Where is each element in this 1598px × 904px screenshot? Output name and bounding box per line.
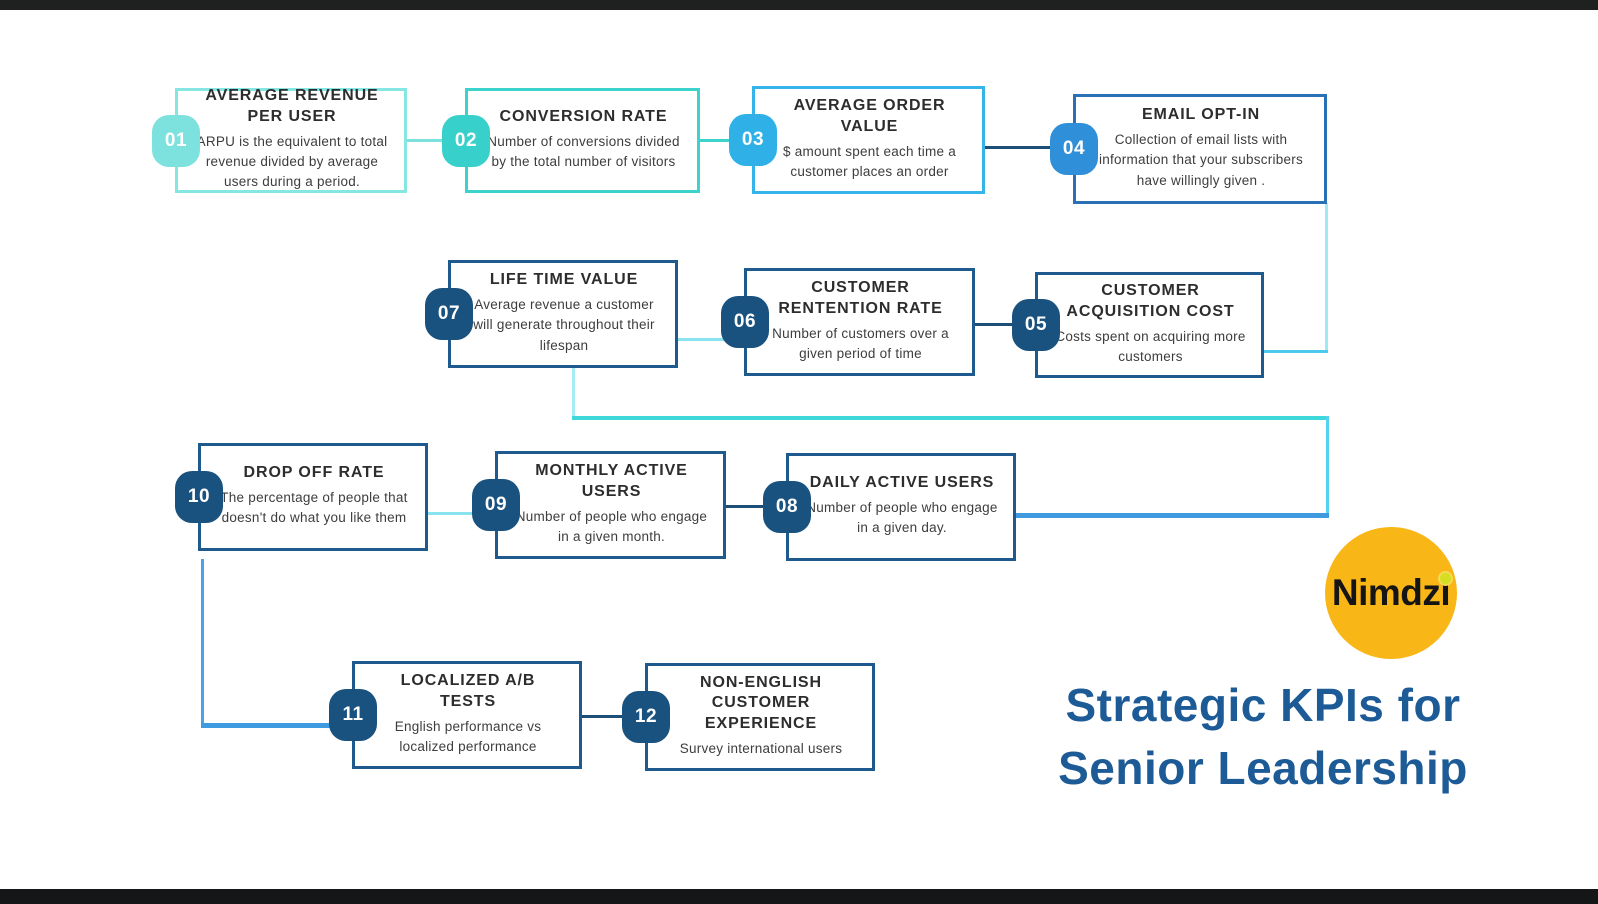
kpi-10-title: DROP OFF RATE — [243, 464, 385, 482]
kpi-10-number-badge: 10 — [175, 471, 223, 523]
kpi-02-title: CONVERSION RATE — [499, 107, 668, 125]
kpi-box-03: 03 AVERAGE ORDER VALUE $ amount spent ea… — [729, 86, 985, 194]
page-title: Strategic KPIs for Senior Leadership — [1028, 674, 1498, 801]
kpi-07-title: LIFE TIME VALUE — [489, 271, 639, 289]
kpi-box-08: 08 DAILY ACTIVE USERS Number of people w… — [763, 453, 1016, 561]
kpi-11-number-badge: 11 — [329, 689, 377, 741]
kpi-03-title: AVERAGE ORDER VALUE — [793, 96, 946, 135]
kpi-06-desc: Number of customers over a given period … — [772, 325, 949, 361]
connector-09-10 — [426, 512, 476, 515]
connector-10-11 — [201, 723, 333, 728]
kpi-05-title: CUSTOMER ACQUISITION COST — [1066, 281, 1235, 320]
kpi-01-title: AVERAGE REVENUE PER USER — [205, 87, 379, 126]
kpi-box-11: 11 LOCALIZED A/B TESTS English performan… — [329, 661, 582, 769]
connector-mid-turquoise — [572, 416, 1329, 420]
kpi-box-12: 12 NON-ENGLISH CUSTOMER EXPERIENCE Surve… — [622, 663, 875, 771]
kpi-01-number-badge: 01 — [152, 114, 200, 167]
kpi-07-number: 07 — [437, 303, 461, 324]
kpi-04-desc: Collection of email lists with informati… — [1098, 132, 1304, 188]
kpi-09-title: MONTHLY ACTIVE USERS — [535, 461, 688, 500]
kpi-05-number-badge: 05 — [1012, 299, 1060, 351]
kpi-04-number-badge: 04 — [1050, 123, 1098, 175]
kpi-box-09: 09 MONTHLY ACTIVE USERS Number of people… — [472, 451, 726, 559]
connector-08-09 — [724, 505, 768, 508]
kpi-05-desc: Costs spent on acquiring more customers — [1055, 328, 1246, 364]
kpi-05-number: 05 — [1024, 314, 1048, 335]
nimdzi-i-dot-icon — [1440, 573, 1452, 584]
connector-01-02 — [405, 139, 447, 142]
nimdzi-wordmark: Nimdzi — [1331, 572, 1451, 613]
kpi-08-number: 08 — [775, 496, 799, 517]
kpi-02-number: 02 — [454, 129, 478, 151]
kpi-01-desc: ARPU is the equivalent to total revenue … — [196, 133, 388, 190]
connector-03-04 — [983, 146, 1053, 149]
connector-05-06 — [973, 323, 1017, 326]
kpi-08-title: DAILY ACTIVE USERS — [809, 474, 995, 492]
connector-07-down — [572, 366, 575, 420]
kpi-08-number-badge: 08 — [763, 481, 811, 533]
kpi-04-title: EMAIL OPT-IN — [1141, 106, 1261, 124]
kpi-11-title: LOCALIZED A/B TESTS — [400, 671, 536, 710]
kpi-box-01: 01 AVERAGE REVENUE PER USER ARPU is the … — [152, 87, 407, 193]
connector-right-vertical — [1326, 416, 1329, 517]
kpi-04-number: 04 — [1062, 138, 1086, 159]
connector-08-thick — [1014, 513, 1329, 518]
kpi-11-number: 11 — [342, 704, 364, 725]
letterbox-top-bar — [0, 0, 1598, 10]
connector-04-05-horizontal — [1262, 350, 1328, 353]
kpi-box-05: 05 CUSTOMER ACQUISITION COST Costs spent… — [1012, 272, 1264, 378]
kpi-12-number: 12 — [634, 706, 658, 727]
kpi-10-desc: The percentage of people that doesn't do… — [220, 490, 408, 526]
kpi-03-number-badge: 03 — [729, 114, 777, 166]
connector-02-03 — [698, 139, 734, 142]
connector-04-05-vertical — [1325, 203, 1328, 353]
page-title-line-2: Senior Leadership — [1058, 742, 1468, 795]
kpi-box-06: 06 CUSTOMER RENTENTION RATE Number of cu… — [721, 268, 975, 376]
kpi-07-number-badge: 07 — [425, 288, 473, 340]
kpi-12-title: NON-ENGLISH CUSTOMER EXPERIENCE — [700, 673, 822, 733]
kpi-07-desc: Average revenue a customer will generate… — [473, 297, 655, 353]
kpi-12-desc: Survey international users — [679, 741, 843, 757]
page-title-line-1: Strategic KPIs for — [1065, 679, 1461, 731]
kpi-09-desc: Number of people who engage in a given m… — [515, 508, 708, 544]
kpi-11-desc: English performance vs localized perform… — [394, 718, 542, 754]
nimdzi-logo-text: Nimdzi — [1331, 572, 1452, 614]
kpi-09-number-badge: 09 — [472, 479, 520, 531]
connector-11-12 — [580, 715, 626, 718]
kpi-12-number-badge: 12 — [622, 691, 670, 743]
kpi-10-number: 10 — [187, 486, 211, 507]
kpi-02-desc: Number of conversions divided by the tot… — [487, 133, 680, 169]
kpi-06-number-badge: 06 — [721, 296, 769, 348]
letterbox-bottom-bar — [0, 889, 1598, 904]
kpi-01-number: 01 — [164, 129, 188, 151]
kpi-08-desc: Number of people who engage in a given d… — [806, 500, 998, 536]
kpi-03-number: 03 — [741, 129, 765, 150]
kpi-box-07: 07 LIFE TIME VALUE Average revenue a cus… — [425, 260, 678, 368]
kpi-06-number: 06 — [733, 311, 757, 332]
kpi-box-04: 04 EMAIL OPT-IN Collection of email list… — [1050, 94, 1327, 204]
kpi-02-number-badge: 02 — [442, 114, 490, 167]
kpi-03-desc: $ amount spent each time a customer plac… — [782, 143, 957, 179]
connector-10-down — [201, 559, 204, 727]
connector-06-07 — [676, 338, 724, 341]
kpi-box-10: 10 DROP OFF RATE The percentage of peopl… — [175, 443, 428, 551]
nimdzi-logo: Nimdzi — [1325, 527, 1457, 659]
kpi-box-02: 02 CONVERSION RATE Number of conversions… — [442, 88, 700, 193]
kpi-06-title: CUSTOMER RENTENTION RATE — [778, 278, 943, 317]
kpi-09-number: 09 — [484, 494, 508, 515]
